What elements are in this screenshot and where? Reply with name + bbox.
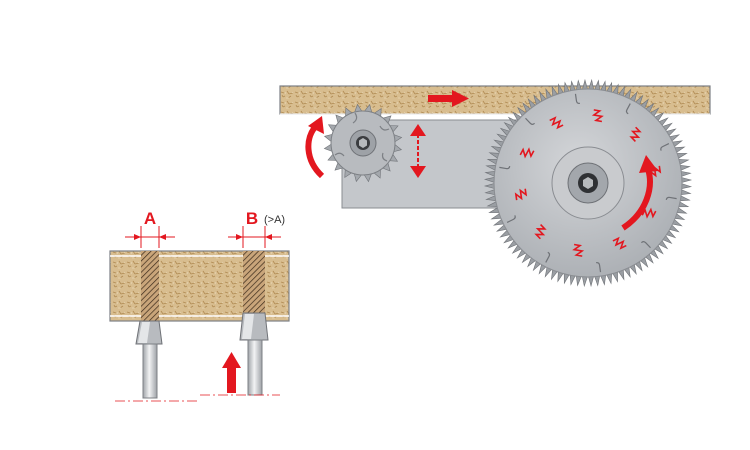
scoring-tool-a bbox=[135, 320, 163, 399]
scoring-tool-b bbox=[239, 312, 269, 396]
kerf-b bbox=[243, 251, 265, 321]
curved-arrow-cw-icon bbox=[621, 155, 658, 231]
saw-assembly bbox=[279, 78, 711, 288]
dimension-a bbox=[125, 226, 175, 248]
dimension-b bbox=[228, 226, 281, 248]
cut-cross-section: A B (>A) bbox=[109, 209, 290, 402]
curved-arrow-ccw-icon bbox=[305, 116, 325, 179]
arrow-up-icon bbox=[222, 352, 241, 393]
label-b: B bbox=[246, 209, 258, 228]
kerf-a bbox=[141, 251, 159, 321]
label-b-note: (>A) bbox=[264, 214, 285, 226]
scoring-blade bbox=[323, 103, 403, 183]
main-saw-blade bbox=[483, 78, 693, 288]
label-a: A bbox=[144, 209, 156, 228]
arrow-right-icon bbox=[428, 90, 469, 107]
double-arrow-vertical-icon bbox=[410, 124, 426, 178]
